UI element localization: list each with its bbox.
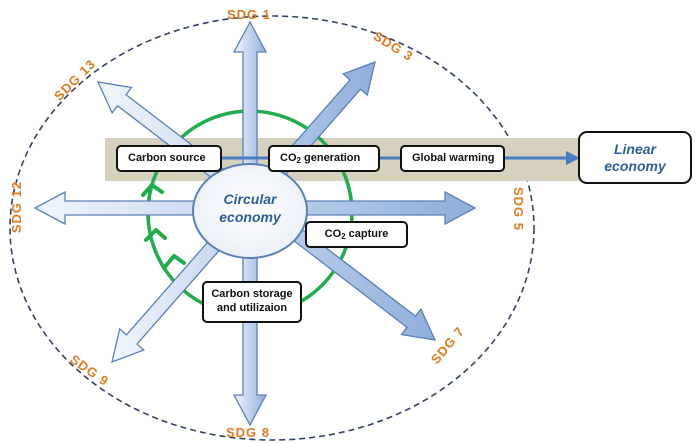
global-warming-label: Global warming (412, 151, 495, 164)
sdg-label: SDG 13 (51, 56, 99, 104)
carbon-storage-line1: Carbon storage (211, 288, 293, 301)
linear-economy-line1: Linear (613, 140, 656, 157)
cycle-chevrons (141, 183, 186, 270)
linear-economy-line2: economy (604, 157, 666, 174)
linear-flow-arrows (222, 151, 580, 165)
co2-capture-box: CO2 capture (305, 221, 408, 248)
sdg-label: SDG 8 (226, 425, 270, 440)
sdg-label: SDG 9 (67, 352, 112, 390)
sdg-label: SDG 7 (428, 323, 468, 366)
sdg-label: SDG 3 (371, 28, 416, 64)
co2-capture-prefix: CO (324, 227, 342, 240)
cycle-chevron-icon (141, 183, 164, 197)
carbon-source-label: Carbon source (128, 151, 206, 164)
sdg-label: SDG 12 (9, 181, 24, 233)
co2-generation-suffix: generation (300, 151, 361, 164)
cycle-chevron-icon (162, 254, 186, 270)
global-warming-box: Global warming (400, 145, 505, 172)
co2-generation-label: CO2 generation (280, 152, 360, 166)
co2-generation-box: CO2 generation (268, 145, 380, 172)
circular-economy-line2: economy (219, 209, 281, 226)
carbon-storage-line2: and utilizaion (216, 302, 288, 314)
sdg-boundary-ellipse (9, 15, 535, 441)
sdg-label: SDG 1 (227, 7, 271, 22)
co2-generation-subscript: 2 (296, 155, 301, 165)
co2-generation-prefix: CO (280, 151, 297, 164)
circular-economy-hub (192, 163, 308, 259)
circular-economy-label: Circular economy (195, 190, 305, 226)
sdg-label: SDG 5 (511, 187, 526, 231)
carbon-source-box: Carbon source (116, 145, 222, 172)
cycle-chevron-icon (144, 228, 167, 242)
co2-capture-suffix: capture (345, 227, 389, 240)
flow-arrowhead-icon (566, 151, 580, 165)
co2-capture-subscript: 2 (341, 231, 346, 241)
circular-economy-line1: Circular (223, 191, 277, 207)
co2-capture-label: CO2 capture (325, 228, 389, 242)
